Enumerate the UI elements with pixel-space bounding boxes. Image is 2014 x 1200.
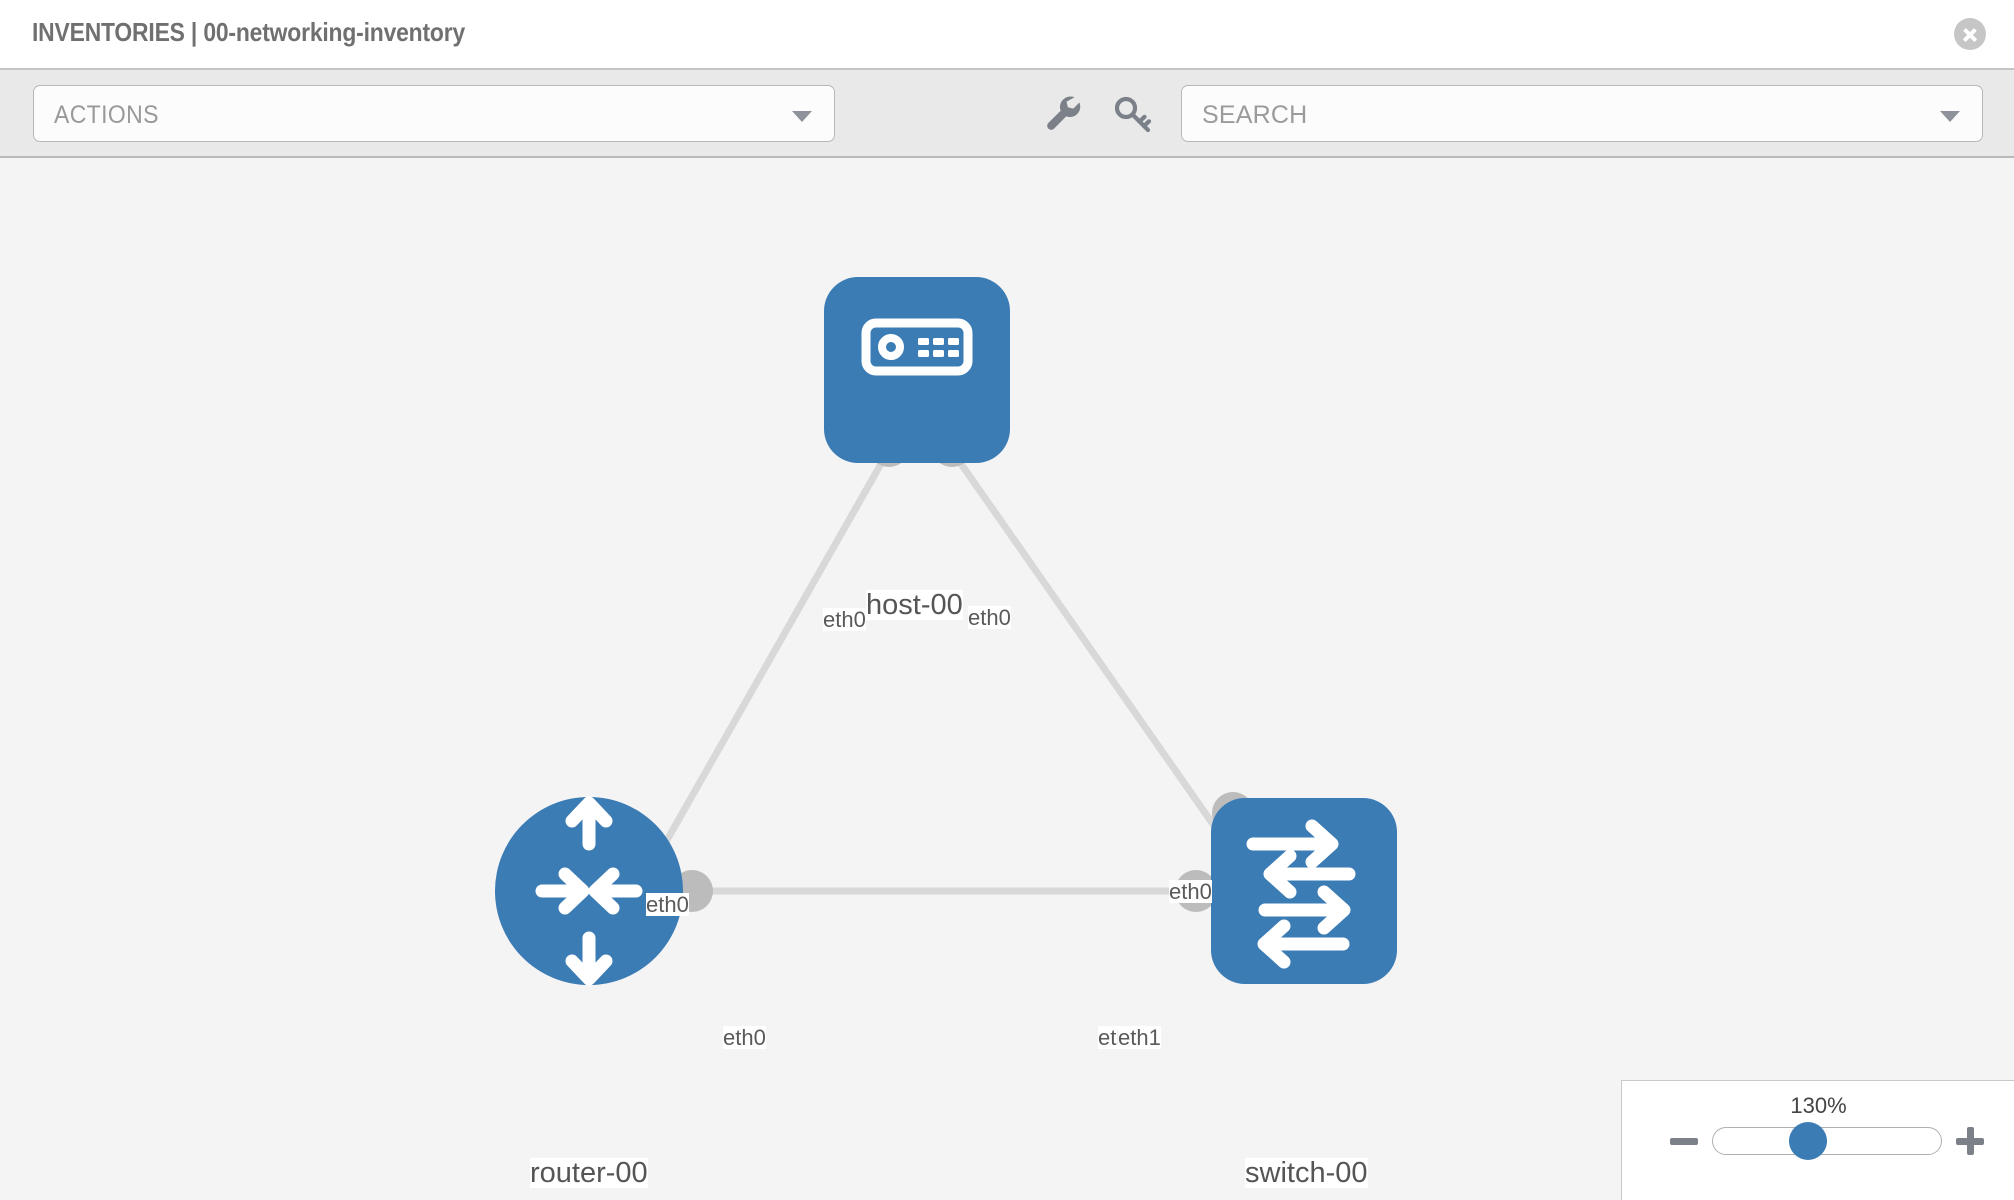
switch-arrows-icon [1246, 819, 1356, 969]
zoom-control-panel: 130% [1621, 1080, 2014, 1200]
wrench-icon[interactable] [1038, 88, 1090, 140]
node-label-host-00: host-00 [866, 589, 963, 621]
topology-graph [495, 277, 1397, 986]
chevron-down-icon[interactable] [1940, 111, 1960, 122]
page-title: INVENTORIES | 00-networking-inventory [32, 17, 466, 47]
search-input[interactable]: SEARCH [1181, 85, 1983, 142]
node-router-00 [495, 796, 683, 986]
interface-label: eth1 [1118, 1025, 1161, 1050]
topology-connectors [671, 425, 1254, 912]
interface-label: eth0 [723, 1025, 766, 1050]
page-header: INVENTORIES | 00-networking-inventory [0, 0, 2014, 68]
topology-canvas[interactable]: eth0 host-00 eth0 eth0 eth0 eth0 eth eth… [0, 158, 2014, 1200]
interface-label: eth0 [646, 892, 689, 917]
interface-label: eth0 [968, 605, 1011, 630]
node-switch-00 [1211, 798, 1397, 984]
interface-label: eth0 [1169, 879, 1212, 904]
node-host-00 [824, 277, 1010, 463]
server-icon [861, 318, 973, 376]
topology-edges [646, 445, 1248, 895]
interface-label: eth0 [823, 607, 866, 632]
zoom-slider-track[interactable] [1712, 1127, 1942, 1155]
edge-host-router [646, 446, 894, 872]
zoom-percent-label: 130% [1790, 1093, 1847, 1118]
search-input-placeholder: SEARCH [1202, 101, 1308, 129]
toolbar: ACTIONS SEARCH [0, 68, 2014, 158]
plus-icon-vertical [1966, 1127, 1974, 1155]
node-label-router-00: router-00 [530, 1157, 648, 1189]
minus-icon[interactable] [1670, 1138, 1698, 1145]
router-arrows-icon [535, 796, 643, 986]
chevron-down-icon [792, 111, 812, 122]
actions-dropdown[interactable]: ACTIONS [33, 85, 835, 142]
plus-icon[interactable] [1956, 1127, 1984, 1155]
close-icon[interactable] [1954, 18, 1986, 50]
node-label-switch-00: switch-00 [1245, 1157, 1368, 1189]
key-icon[interactable] [1106, 88, 1158, 140]
edge-host-switch [947, 445, 1248, 873]
actions-dropdown-label: ACTIONS [54, 101, 159, 129]
zoom-slider-thumb[interactable] [1789, 1122, 1827, 1160]
